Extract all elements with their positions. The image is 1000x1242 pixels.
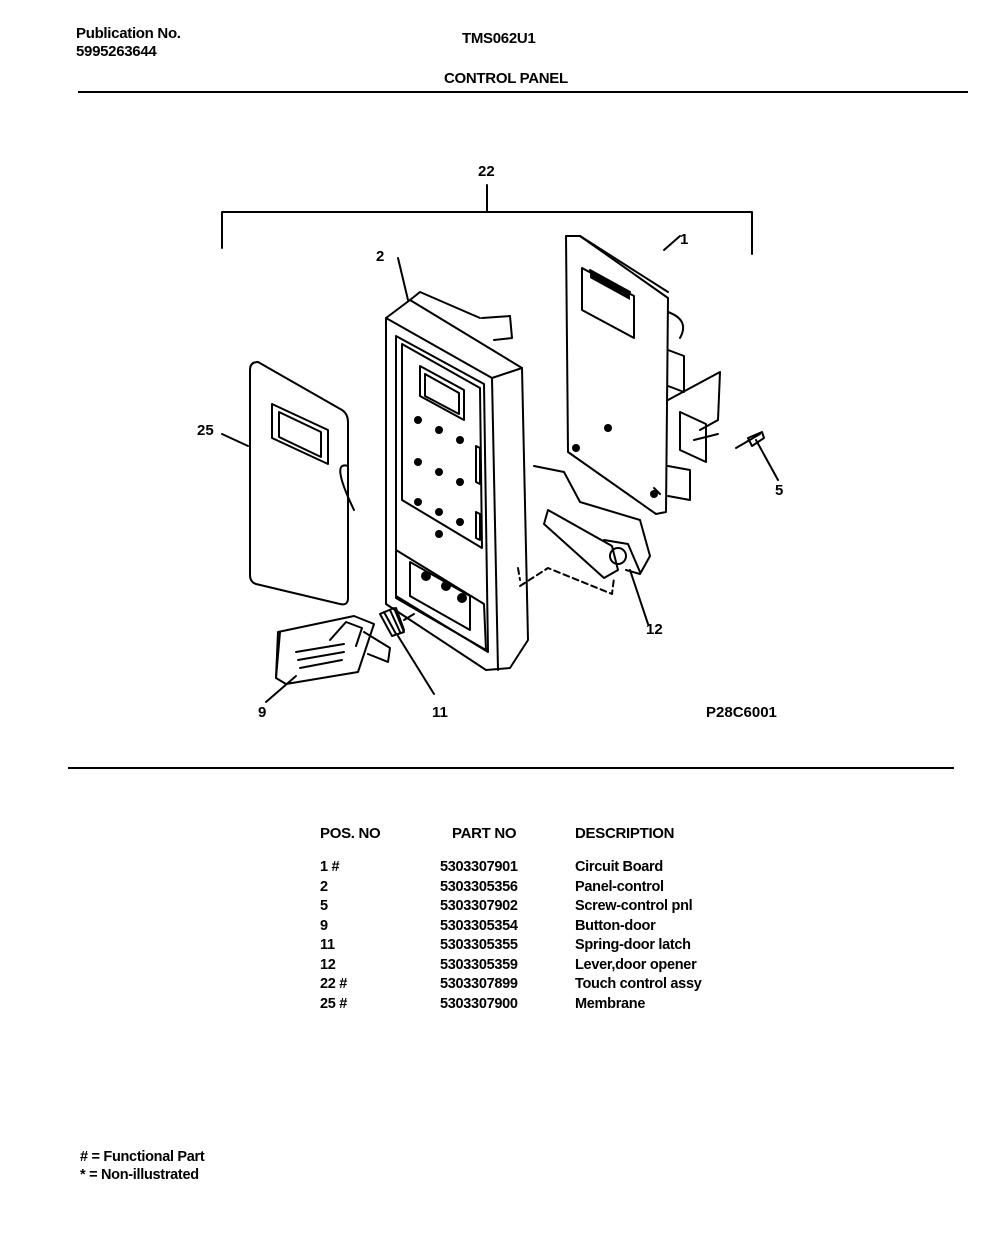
table-row: 2 5303305356 Panel-control bbox=[320, 878, 775, 898]
desc-cell: Screw-control pnl bbox=[575, 898, 693, 914]
door-button-part bbox=[265, 615, 391, 703]
pos-cell: 5 bbox=[320, 898, 328, 914]
door-lever-part bbox=[517, 465, 651, 625]
callout-2: 2 bbox=[376, 248, 385, 265]
section-title: CONTROL PANEL bbox=[444, 70, 568, 87]
table-row: 25 # 5303307900 Membrane bbox=[320, 995, 775, 1015]
model-number: TMS062U1 bbox=[462, 30, 536, 47]
publication-number: 5995263644 bbox=[76, 43, 157, 60]
pos-cell: 22 # bbox=[320, 976, 348, 992]
legend-non-illustrated: * = Non-illustrated bbox=[80, 1167, 199, 1183]
screw-part bbox=[735, 431, 779, 481]
table-row: 9 5303305354 Button-door bbox=[320, 917, 775, 937]
desc-cell: Spring-door latch bbox=[575, 937, 691, 953]
membrane-part bbox=[221, 361, 355, 606]
part-cell: 5303305359 bbox=[440, 956, 518, 973]
desc-cell: Touch control assy bbox=[575, 976, 702, 992]
pos-cell: 9 bbox=[320, 917, 328, 934]
circuit-board-part bbox=[565, 235, 721, 515]
desc-cell: Membrane bbox=[575, 995, 646, 1012]
desc-cell: Circuit Board bbox=[575, 859, 663, 875]
part-cell: 5303307899 bbox=[440, 976, 518, 992]
header-part-no: PART NO bbox=[452, 825, 517, 842]
callout-25: 25 bbox=[197, 422, 214, 439]
part-cell: 5303305354 bbox=[440, 917, 518, 934]
table-row: 5 5303307902 Screw-control pnl bbox=[320, 897, 775, 917]
desc-cell: Panel-control bbox=[575, 878, 664, 895]
header-rule bbox=[78, 91, 968, 93]
table-row: 12 5303305359 Lever,door opener bbox=[320, 956, 775, 976]
part-cell: 5303307900 bbox=[440, 995, 518, 1012]
header-description: DESCRIPTION bbox=[575, 825, 675, 842]
callout-9: 9 bbox=[258, 704, 267, 721]
desc-cell: Button-door bbox=[575, 917, 656, 934]
table-row: 11 5303305355 Spring-door latch bbox=[320, 936, 775, 956]
control-panel-part bbox=[385, 257, 529, 671]
callout-22: 22 bbox=[478, 163, 495, 180]
table-row: 1 # 5303307901 Circuit Board bbox=[320, 858, 775, 878]
callout-11: 11 bbox=[432, 704, 448, 721]
part-cell: 5303307902 bbox=[440, 898, 518, 914]
pos-cell: 2 bbox=[320, 878, 328, 895]
callout-12: 12 bbox=[646, 621, 663, 638]
part-cell: 5303305355 bbox=[440, 937, 518, 953]
spring-part bbox=[379, 607, 435, 695]
parts-table-header: POS. NO PART NO DESCRIPTION bbox=[320, 824, 775, 864]
pos-cell: 11 bbox=[320, 937, 335, 953]
callout-1: 1 bbox=[680, 231, 689, 248]
part-cell: 5303307901 bbox=[440, 859, 518, 875]
legend-functional-part: # = Functional Part bbox=[80, 1149, 205, 1165]
parts-table-body: 1 # 5303307901 Circuit Board 2 5303305356 Pa… bbox=[320, 858, 775, 1014]
table-row: 22 # 5303307899 Touch control assy bbox=[320, 975, 775, 995]
parts-table: POS. NO PART NO DESCRIPTION 1 # 530330790… bbox=[320, 824, 775, 1014]
figure-code: P28C6001 bbox=[706, 704, 777, 721]
header-pos-no: POS. NO bbox=[320, 825, 381, 842]
diagram-rule bbox=[68, 767, 954, 769]
pos-cell: 1 # bbox=[320, 859, 340, 875]
publication-label: Publication No. bbox=[76, 25, 181, 42]
exploded-parts-diagram bbox=[221, 184, 779, 703]
callout-5: 5 bbox=[775, 482, 784, 499]
desc-cell: Lever,door opener bbox=[575, 956, 697, 973]
part-cell: 5303305356 bbox=[440, 878, 518, 895]
pos-cell: 12 bbox=[320, 956, 336, 973]
pos-cell: 25 # bbox=[320, 995, 348, 1012]
